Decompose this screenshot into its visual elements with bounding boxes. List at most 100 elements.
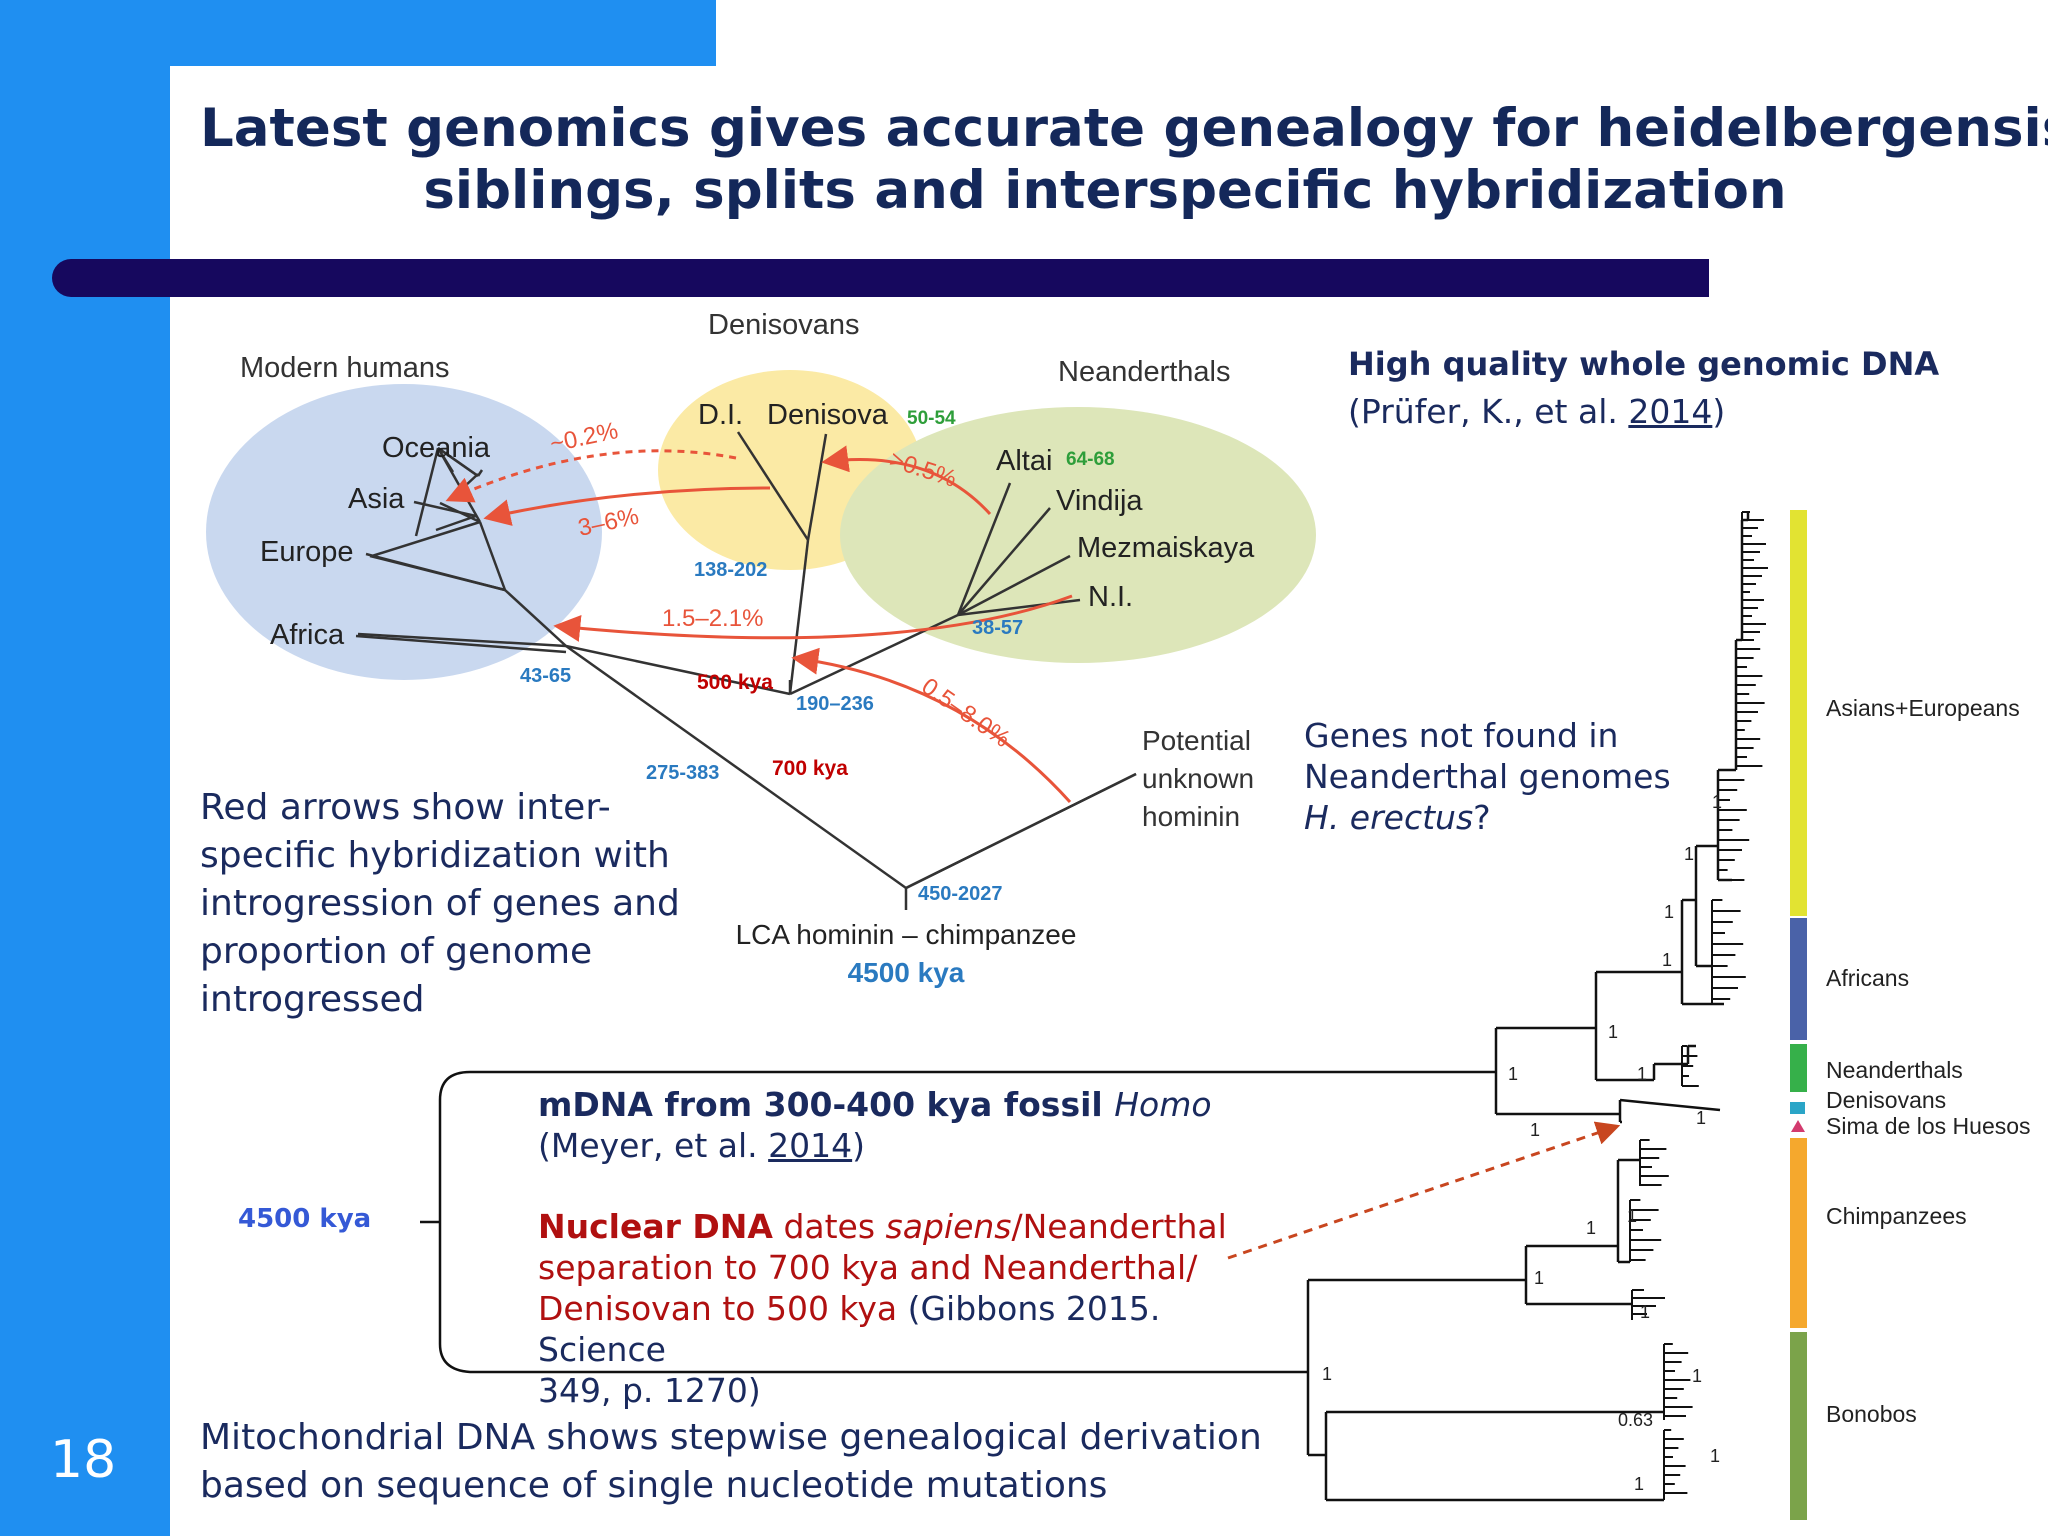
nuclear-cite-b: 349, p. 1270) bbox=[538, 1371, 761, 1410]
support-6: 1 bbox=[1662, 950, 1672, 970]
nuclear-line-1: Nuclear DNA dates sapiens/Neanderthal bbox=[538, 1206, 1298, 1247]
left-accent-bar bbox=[0, 0, 170, 1536]
mdna-title-line: mDNA from 300-400 kya fossil Homo bbox=[538, 1084, 1298, 1125]
gene-flow-arrows bbox=[445, 445, 1073, 804]
support-16: 1 bbox=[1710, 1446, 1720, 1466]
genes-not-found-line-2: Neanderthal genomes bbox=[1304, 757, 1671, 796]
genomic-cite-year[interactable]: 2014 bbox=[1628, 392, 1713, 431]
leaf-di: D.I. bbox=[698, 399, 743, 431]
label-denisovans: Denisovans bbox=[708, 309, 860, 341]
red-arrows-line-3: introgression of genes and bbox=[200, 883, 680, 924]
nuclear-dna-note: Nuclear DNA dates sapiens/Neanderthal se… bbox=[538, 1206, 1298, 1411]
top-accent-bar bbox=[102, 0, 716, 66]
label-modern-humans: Modern humans bbox=[240, 352, 450, 384]
support-4: 1 bbox=[1530, 1120, 1540, 1140]
flow-nea-nonafrican: 1.5–2.1% bbox=[662, 605, 763, 632]
mdna-cite-suffix: ) bbox=[852, 1126, 865, 1165]
support-14: 1 bbox=[1322, 1364, 1332, 1384]
leaf-denisova: Denisova bbox=[767, 399, 889, 431]
nuclear-line3-text: Denisovan to 500 kya bbox=[538, 1289, 898, 1328]
age-altai: 64-68 bbox=[1066, 449, 1115, 470]
age-denisovan-split: 138-202 bbox=[694, 559, 767, 581]
clade-sima: Sima de los Huesos bbox=[1826, 1113, 2031, 1139]
bar-africans bbox=[1790, 918, 1807, 1040]
modern-humans-ellipse bbox=[206, 384, 602, 680]
red-arrows-line-4: proportion of genome bbox=[200, 931, 593, 972]
red-arrows-line-2: specific hybridization with bbox=[200, 835, 670, 876]
mdna-cite-prefix: (Meyer, et al. bbox=[538, 1126, 769, 1165]
support-17: 1 bbox=[1634, 1474, 1644, 1494]
age-hominin-root: 450-2027 bbox=[918, 883, 1003, 905]
unknown-label-1: Potential bbox=[1142, 725, 1251, 756]
bar-neanderthals bbox=[1790, 1044, 1807, 1092]
clade-asians-europeans: Asians+Europeans bbox=[1826, 695, 2020, 721]
nuclear-line-3: Denisovan to 500 kya (Gibbons 2015. Scie… bbox=[538, 1288, 1298, 1370]
support-5: 1 bbox=[1696, 1108, 1706, 1128]
nuclear-dates: dates bbox=[772, 1207, 886, 1246]
support-values: 1 1 1 1 1 1 1 1 1 1 1 1 1 1 1 0.63 1 1 bbox=[1322, 792, 1722, 1494]
support-7: 1 bbox=[1664, 902, 1674, 922]
red-arrows-line-1: Red arrows show inter- bbox=[200, 787, 611, 828]
genomic-dna-citation: (Prüfer, K., et al. 2014) bbox=[1348, 388, 1988, 436]
clade-denisovans: Denisovans bbox=[1826, 1087, 1946, 1113]
nuclear-sapiens: sapiens bbox=[885, 1207, 1012, 1246]
mito-line-1: Mitochondrial DNA shows stepwise genealo… bbox=[200, 1417, 1262, 1458]
clade-neanderthals: Neanderthals bbox=[1826, 1057, 1963, 1083]
mdna-homo: Homo bbox=[1114, 1085, 1212, 1124]
genes-not-found-line-1: Genes not found in bbox=[1304, 716, 1619, 755]
title-divider bbox=[52, 259, 1709, 297]
mito-leaf-fringe bbox=[1629, 511, 1768, 1500]
leaf-africa: Africa bbox=[270, 619, 345, 651]
support-11: 1 bbox=[1627, 1206, 1637, 1226]
lca-label: LCA hominin – chimpanzee bbox=[736, 919, 1077, 950]
clade-africans: Africans bbox=[1826, 965, 1909, 991]
nuclear-bold: Nuclear DNA bbox=[538, 1207, 773, 1246]
support-9: 1 bbox=[1712, 792, 1722, 812]
clade-bonobos: Bonobos bbox=[1826, 1401, 1917, 1427]
support-13: 1 bbox=[1640, 1302, 1650, 1322]
age-500kya: 500 kya bbox=[697, 671, 773, 694]
support-12: 1 bbox=[1534, 1268, 1544, 1288]
age-den-nea-split: 190–236 bbox=[796, 693, 874, 715]
nuclear-dna-arrow bbox=[1227, 1121, 1621, 1260]
age-700kya: 700 kya bbox=[772, 757, 848, 780]
lca-age: 4500 kya bbox=[848, 957, 965, 988]
mitochondrial-note: Mitochondrial DNA shows stepwise genealo… bbox=[200, 1414, 1320, 1510]
age-archaic-modern-split: 275-383 bbox=[646, 762, 719, 784]
mdna-citation: (Meyer, et al. 2014) bbox=[538, 1125, 1298, 1166]
unknown-label-3: hominin bbox=[1142, 801, 1240, 832]
support-3: 1 bbox=[1637, 1064, 1647, 1084]
nuclear-cite-a: (Gibbons 2015. Science bbox=[538, 1289, 1161, 1369]
bar-asians-europeans bbox=[1790, 510, 1807, 916]
clade-chimpanzees: Chimpanzees bbox=[1826, 1203, 1967, 1229]
nuclear-line-2: separation to 700 kya and Neanderthal/ bbox=[538, 1248, 1198, 1287]
mdna-note: mDNA from 300-400 kya fossil Homo (Meyer… bbox=[538, 1084, 1298, 1166]
support-10: 1 bbox=[1586, 1218, 1596, 1238]
leaf-europe: Europe bbox=[260, 536, 354, 568]
genomic-cite-suffix: ) bbox=[1712, 392, 1726, 431]
genomic-dna-note: High quality whole genomic DNA (Prüfer, … bbox=[1348, 340, 1988, 436]
label-neanderthals: Neanderthals bbox=[1058, 356, 1231, 388]
genomic-dna-title: High quality whole genomic DNA bbox=[1348, 345, 1940, 383]
red-arrows-line-5: introgressed bbox=[200, 979, 425, 1020]
support-bonobo: 0.63 bbox=[1618, 1410, 1653, 1430]
age-denisova: 50-54 bbox=[907, 408, 956, 429]
support-8: 1 bbox=[1684, 844, 1694, 864]
age-neanderthal-split: 38-57 bbox=[972, 617, 1023, 639]
slide-title-line-2: siblings, splits and interspecific hybri… bbox=[423, 160, 1787, 221]
genes-not-found-note: Genes not found in Neanderthal genomes H… bbox=[1304, 715, 1684, 838]
mito-root-age: 4500 kya bbox=[238, 1204, 372, 1234]
leaf-vindija: Vindija bbox=[1056, 485, 1143, 517]
age-modern-split: 43-65 bbox=[520, 665, 571, 687]
unknown-label-2: unknown bbox=[1142, 763, 1254, 794]
support-15: 1 bbox=[1692, 1366, 1702, 1386]
leaf-oceania: Oceania bbox=[382, 432, 491, 464]
bar-denisovans bbox=[1790, 1102, 1805, 1114]
mdna-cite-year[interactable]: 2014 bbox=[768, 1126, 853, 1165]
nuclear-line1-rest: /Neanderthal bbox=[1011, 1207, 1227, 1246]
slide-number: 18 bbox=[50, 1430, 117, 1490]
mito-line-2: based on sequence of single nucleotide m… bbox=[200, 1465, 1108, 1506]
support-1: 1 bbox=[1508, 1064, 1518, 1084]
marker-sima bbox=[1791, 1120, 1805, 1132]
